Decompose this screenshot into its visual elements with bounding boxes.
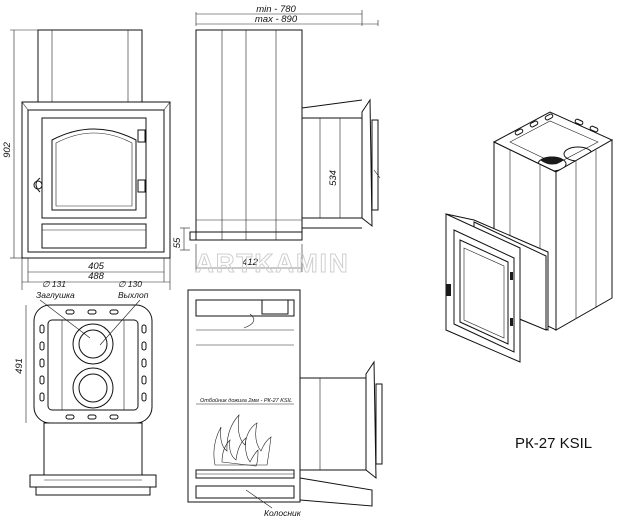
dia-131: ∅ 131 bbox=[42, 279, 66, 289]
dim-491: 491 bbox=[14, 358, 25, 374]
dim-412: 412 bbox=[242, 257, 259, 268]
label-grate: Колосник bbox=[264, 508, 302, 518]
dim-902: 902 bbox=[2, 141, 13, 158]
dim-405: 405 bbox=[88, 261, 105, 272]
label-plug: Заглушка bbox=[36, 290, 75, 300]
label-outlet: Выхлоп bbox=[118, 290, 149, 300]
dim-min: min - 780 bbox=[256, 4, 296, 15]
isometric-view bbox=[445, 111, 614, 363]
label-deflector: Отбойник дожига 2мм - РК-27 KSIL bbox=[200, 397, 292, 404]
dim-534: 534 bbox=[328, 170, 339, 186]
dia-130: ∅ 130 bbox=[118, 279, 142, 289]
side-view: min - 780 max - 890 534 55 412 bbox=[172, 4, 381, 272]
dim-55: 55 bbox=[172, 237, 183, 248]
top-view: ∅ 131 ∅ 130 Заглушка Выхлоп bbox=[14, 279, 157, 496]
watermark: ARTKAMIN bbox=[195, 248, 350, 278]
model-label: РК-27 KSIL bbox=[515, 435, 592, 452]
front-view: 902 405 488 bbox=[2, 29, 171, 290]
dim-max: max - 890 bbox=[255, 14, 298, 25]
dim-488: 488 bbox=[88, 271, 105, 282]
flames bbox=[213, 414, 272, 467]
section-view: Отбойник дожига 2мм - РК-27 KSIL Колосни… bbox=[187, 289, 383, 518]
